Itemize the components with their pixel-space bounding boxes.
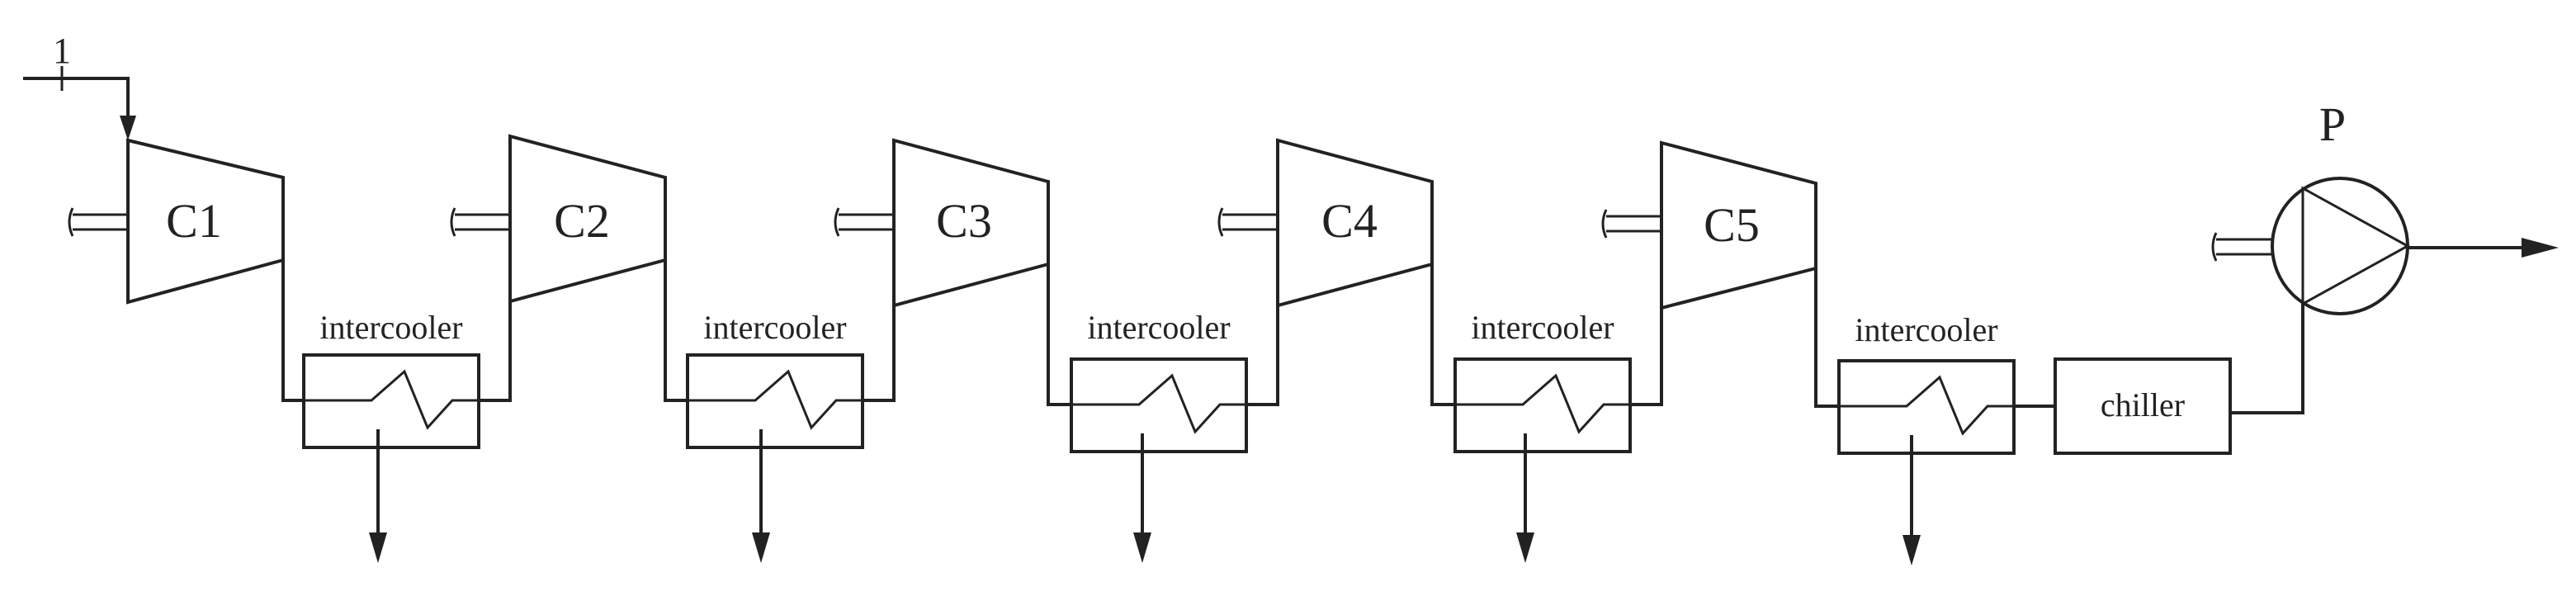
compressor-c4-label: C4: [1321, 194, 1378, 248]
intercooler-2-label: intercooler: [703, 309, 846, 346]
coolant-out-arrow-3: [1133, 433, 1151, 563]
coolant-out-arrow-4: [1516, 433, 1534, 563]
shaft-c1: [68, 207, 128, 237]
inlet-stream: 1: [23, 31, 136, 140]
intercooler-5: intercooler: [1837, 311, 2016, 455]
shaft-c4: [1217, 207, 1278, 237]
pipe-ic3-to-c4: [1246, 305, 1279, 406]
compressor-c1: C1: [126, 138, 285, 305]
pipe-c5-to-ic5: [1814, 268, 1839, 408]
outlet-stream-arrow: [2408, 238, 2559, 258]
pipe-ic2-to-c3: [863, 305, 896, 402]
pipe-c3-to-ic3: [1047, 264, 1071, 406]
compressor-c1-label: C1: [166, 194, 222, 248]
shaft-c3: [834, 207, 894, 237]
inlet-stream-label: 1: [53, 31, 71, 71]
intercooler-1-label: intercooler: [319, 309, 462, 346]
pipe-chiller-to-pump: [2230, 303, 2304, 414]
intercooler-5-label: intercooler: [1855, 311, 1997, 348]
compressor-c3-label: C3: [936, 194, 992, 248]
pipe-c1-to-ic1: [281, 260, 304, 402]
chiller-label: chiller: [2101, 386, 2185, 424]
compressor-c3: C3: [892, 138, 1050, 308]
shaft-c2: [450, 207, 510, 237]
intercooler-3-label: intercooler: [1087, 309, 1230, 346]
pump-p: P: [2271, 97, 2411, 315]
shaft-pump: [2211, 232, 2272, 262]
intercooler-3: intercooler: [1070, 309, 1248, 453]
intercooler-4: intercooler: [1453, 309, 1632, 453]
compressor-c4: C4: [1276, 138, 1434, 308]
compressor-c5: C5: [1660, 140, 1817, 310]
coolant-out-arrow-5: [1902, 435, 1921, 566]
coolant-out-arrow-1: [369, 429, 387, 563]
coolant-out-arrow-2: [752, 429, 770, 563]
pipe-c2-to-ic2: [664, 260, 688, 402]
pipe-ic1-to-c2: [479, 301, 512, 402]
compressor-c5-label: C5: [1704, 198, 1760, 252]
pipe-ic4-to-c5: [1630, 308, 1663, 406]
pipe-c4-to-ic4: [1430, 264, 1455, 406]
compressor-c2-label: C2: [554, 194, 610, 248]
intercooler-2: intercooler: [686, 309, 864, 449]
shaft-c5: [1601, 209, 1661, 239]
chiller: chiller: [2054, 357, 2232, 455]
intercooler-4-label: intercooler: [1471, 309, 1614, 346]
compressor-c2: C2: [508, 134, 667, 304]
pump-p-label: P: [2319, 97, 2346, 151]
intercooler-1: intercooler: [302, 309, 480, 449]
